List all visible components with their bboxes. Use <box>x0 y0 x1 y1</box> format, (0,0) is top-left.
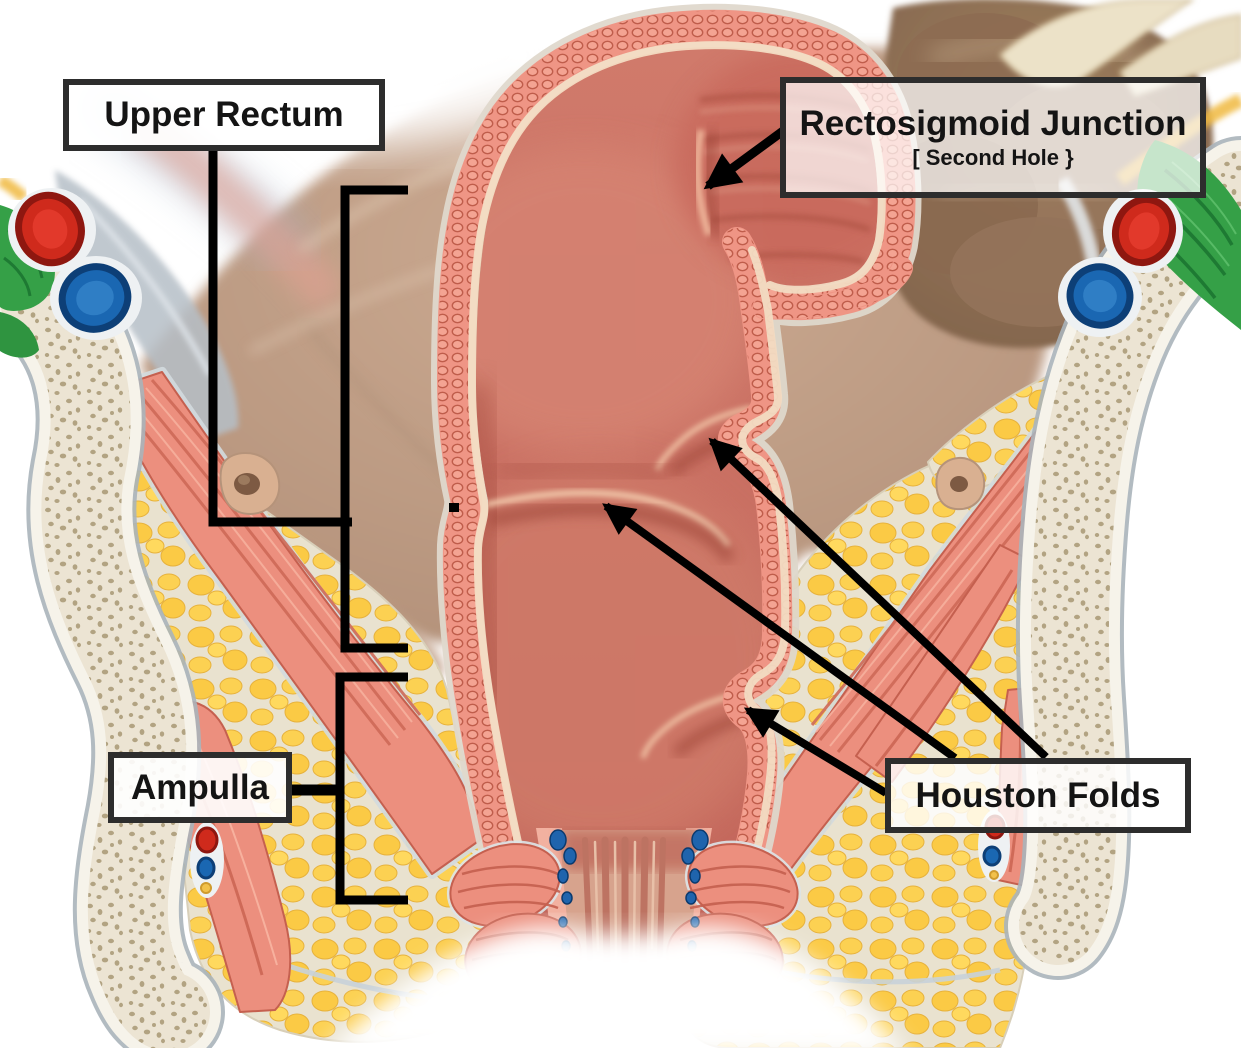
rectum <box>430 3 922 1012</box>
stump-left <box>219 452 281 515</box>
white-bottom-dome <box>330 926 902 1048</box>
bone-left <box>0 245 225 1048</box>
stray-dot <box>449 503 459 512</box>
artery-right <box>1112 195 1176 267</box>
artery-left <box>15 191 85 267</box>
junction-ridge <box>693 129 713 237</box>
fold-2-crest <box>485 489 731 548</box>
levator-ani-left <box>103 367 485 879</box>
canal-top-shade <box>560 830 700 870</box>
hemorrhoidal-plexus-right <box>652 829 709 1005</box>
vein-left <box>58 263 132 333</box>
vessels-mid-left <box>190 822 224 898</box>
upper-rectum-label: Upper Rectum <box>63 79 385 151</box>
upper-rectum-label-text: Upper Rectum <box>104 95 344 135</box>
rectosigmoid-junction-label-subtext: [ Second Hole } <box>912 145 1074 171</box>
mucosal-lining <box>467 41 886 992</box>
arrow-houston-2 <box>602 502 958 762</box>
anal-canal-region <box>330 828 902 1048</box>
rectosigmoid-junction-label: Rectosigmoid Junction [ Second Hole } <box>780 77 1206 198</box>
blood-vessels <box>8 188 1183 898</box>
fold-2-shadow <box>488 502 736 564</box>
arrow-houston-3 <box>743 706 889 797</box>
vessels-left <box>8 188 142 340</box>
stump-right <box>935 457 986 511</box>
houston-folds-label-text: Houston Folds <box>915 775 1161 815</box>
fat-ribbon-topleft <box>0 174 29 203</box>
houston-folds-label: Houston Folds <box>885 758 1191 833</box>
ampulla-label-text: Ampulla <box>130 767 270 807</box>
arrow-houston-1 <box>708 437 1049 760</box>
fold-1-crest <box>654 405 753 471</box>
vessel-stumps <box>219 452 986 515</box>
rectum-wall <box>436 9 916 1006</box>
ampulla-label: Ampulla <box>108 752 292 823</box>
rectosigmoid-junction-label-text: Rectosigmoid Junction <box>799 104 1187 144</box>
upper-rectum-connector <box>208 151 352 527</box>
arrow-rectosigmoid <box>703 127 786 190</box>
annotations <box>208 127 1049 905</box>
vessels-right <box>1058 189 1183 337</box>
silver-streak <box>77 197 213 377</box>
silver-tendon <box>55 170 239 442</box>
upper-rectum-bracket <box>340 185 408 653</box>
fold-2-recess <box>498 455 673 487</box>
vein-right <box>1066 263 1134 329</box>
